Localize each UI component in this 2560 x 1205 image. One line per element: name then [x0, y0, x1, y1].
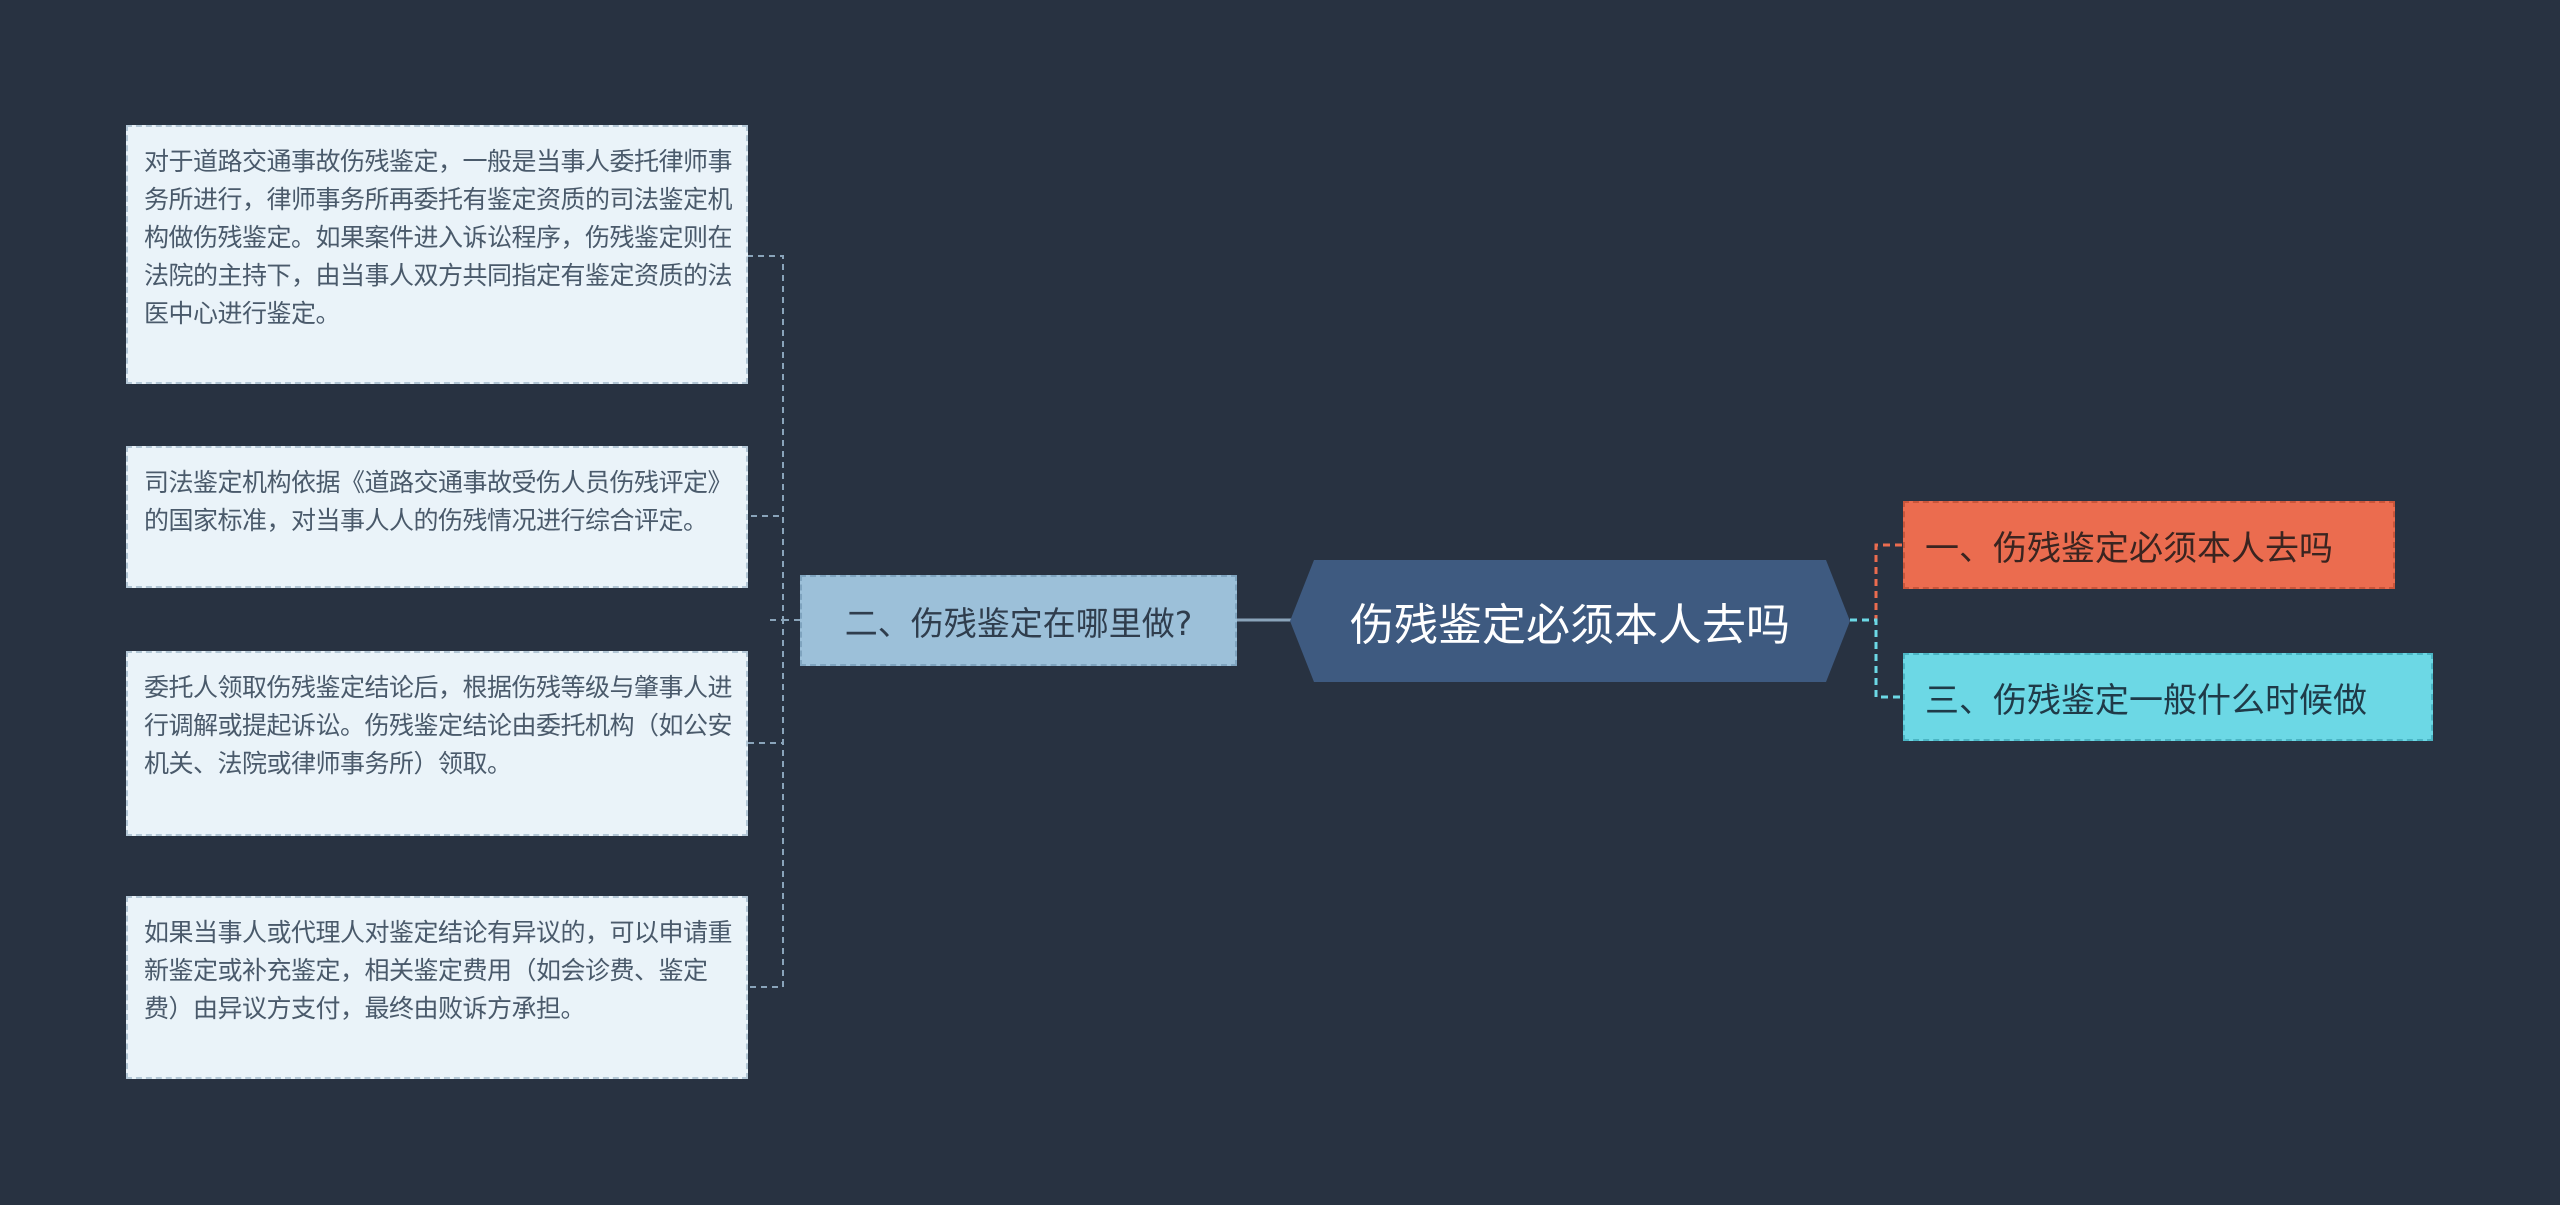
branch-label: 一、伤残鉴定必须本人去吗	[1925, 528, 2333, 569]
leaf-node-4[interactable]: 如果当事人或代理人对鉴定结论有异议的，可以申请重新鉴定或补充鉴定，相关鉴定费用（…	[126, 896, 748, 1079]
root-node[interactable]: 伤残鉴定必须本人去吗	[1290, 560, 1850, 682]
branch-node-where[interactable]: 二、伤残鉴定在哪里做?	[800, 575, 1237, 666]
leaf-node-1[interactable]: 对于道路交通事故伤残鉴定，一般是当事人委托律师事务所进行，律师事务所再委托有鉴定…	[126, 125, 748, 384]
branch-label: 三、伤残鉴定一般什么时候做	[1925, 680, 2367, 721]
leaf-text: 司法鉴定机构依据《道路交通事故受伤人员伤残评定》的国家标准，对当事人人的伤残情况…	[144, 468, 733, 535]
connector-leaf-3	[748, 619, 784, 744]
leaf-text: 委托人领取伤残鉴定结论后，根据伤残等级与肇事人进行调解或提起诉讼。伤残鉴定结论由…	[144, 673, 733, 778]
connector-leaf-4	[748, 619, 784, 988]
leaf-text: 对于道路交通事故伤残鉴定，一般是当事人委托律师事务所进行，律师事务所再委托有鉴定…	[144, 147, 733, 328]
leaf-node-2[interactable]: 司法鉴定机构依据《道路交通事故受伤人员伤残评定》的国家标准，对当事人人的伤残情况…	[126, 446, 748, 588]
connector-leaf-2	[748, 515, 784, 621]
branch-label: 二、伤残鉴定在哪里做?	[844, 603, 1193, 643]
connector-root-right-1	[1850, 543, 1903, 622]
leaf-node-3[interactable]: 委托人领取伤残鉴定结论后，根据伤残等级与肇事人进行调解或提起诉讼。伤残鉴定结论由…	[126, 651, 748, 836]
branch-node-must-attend[interactable]: 一、伤残鉴定必须本人去吗	[1903, 501, 2395, 589]
connector-leaf-1	[748, 255, 784, 621]
root-label: 伤残鉴定必须本人去吗	[1350, 600, 1790, 651]
branch-node-when[interactable]: 三、伤残鉴定一般什么时候做	[1903, 653, 2433, 741]
connector-root-right-2	[1850, 618, 1903, 699]
leaf-text: 如果当事人或代理人对鉴定结论有异议的，可以申请重新鉴定或补充鉴定，相关鉴定费用（…	[144, 918, 733, 1023]
